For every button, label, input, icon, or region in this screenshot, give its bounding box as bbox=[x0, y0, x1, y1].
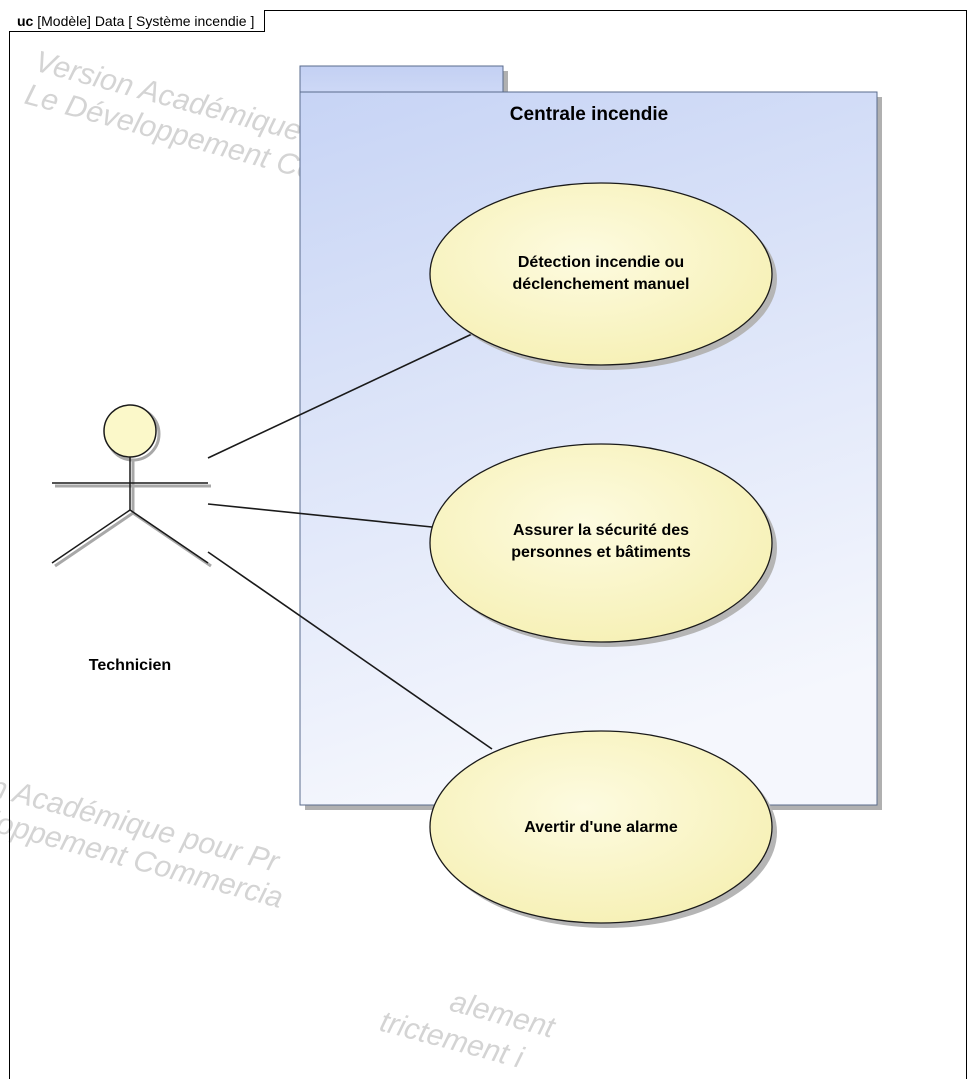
association-line-3[interactable] bbox=[207, 551, 493, 750]
actor-technicien[interactable]: Technicien bbox=[51, 404, 212, 674]
frame-title-tab: uc [Modèle] Data [ Système incendie ] bbox=[9, 10, 266, 32]
use-case-label-line2: déclenchement manuel bbox=[513, 276, 690, 293]
system-name: Centrale incendie bbox=[510, 104, 668, 125]
use-case-securite[interactable]: Assurer la sécurité des personnes et bât… bbox=[429, 443, 777, 647]
actor-head bbox=[103, 404, 157, 458]
use-case-label-line2: personnes et bâtiments bbox=[511, 544, 691, 561]
use-case-ellipse bbox=[429, 443, 773, 643]
use-case-detection[interactable]: Détection incendie ou déclenchement manu… bbox=[429, 182, 777, 370]
associations bbox=[207, 333, 493, 750]
use-case-alarme[interactable]: Avertir d'une alarme bbox=[429, 730, 777, 928]
use-case-label-line1: Assurer la sécurité des bbox=[513, 522, 689, 539]
use-case-label-line1: Détection incendie ou bbox=[518, 254, 684, 271]
actor-left-leg bbox=[51, 509, 131, 564]
system-tab bbox=[299, 65, 504, 93]
use-case-ellipse bbox=[429, 730, 773, 924]
frame-keyword: uc bbox=[17, 13, 34, 29]
diagram-frame bbox=[9, 10, 967, 1079]
system-boundary[interactable]: Centrale incendie bbox=[299, 65, 882, 810]
use-case-ellipse bbox=[429, 182, 773, 366]
association-line-2[interactable] bbox=[207, 503, 433, 528]
frame-title: [Modèle] Data [ Système incendie ] bbox=[37, 13, 255, 29]
actor-right-leg bbox=[129, 509, 209, 564]
actor-name: Technicien bbox=[89, 657, 171, 674]
use-case-label-line1: Avertir d'une alarme bbox=[524, 819, 678, 836]
association-line-1[interactable] bbox=[207, 333, 473, 459]
